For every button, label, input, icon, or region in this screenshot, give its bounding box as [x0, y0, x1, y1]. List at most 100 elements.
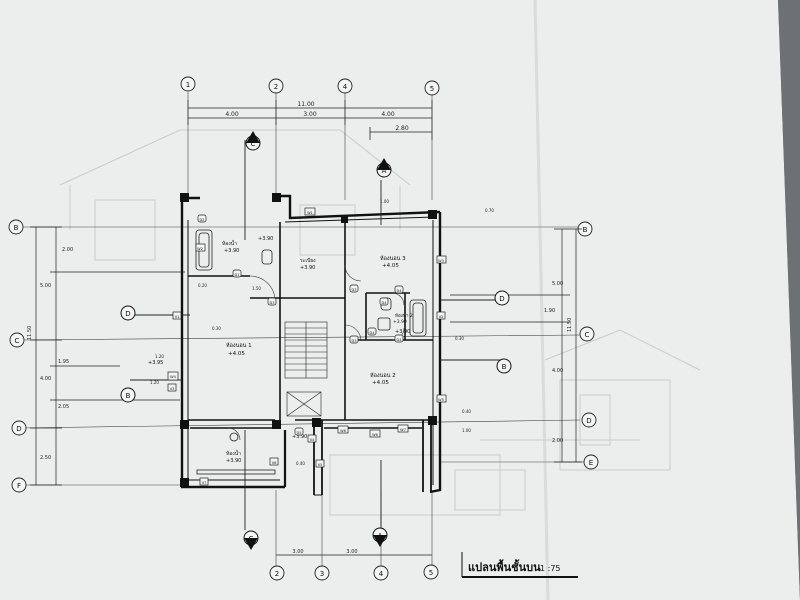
- dim-top-2: 3.00: [303, 111, 317, 118]
- dim-top-3: 4.00: [381, 111, 395, 118]
- grid-label-2: 2: [274, 83, 278, 91]
- dim-bottom-1: 3.00: [292, 549, 303, 555]
- grid-bubbles-top: [180, 76, 440, 96]
- door-tag-D3c: D3: [270, 301, 275, 305]
- bathtub-2: [409, 299, 427, 337]
- window-tag-W5: W5: [438, 398, 444, 402]
- interior-walls: [188, 222, 433, 429]
- plan-title: แปลนพื้นชั้นบน: [468, 559, 541, 574]
- grid-label-5: 5: [430, 85, 434, 93]
- section-label-D-left: D: [125, 310, 130, 318]
- small-dim-4: 0.20: [198, 283, 207, 288]
- level-tag-2: +3.90: [395, 329, 410, 335]
- window-tag-W6: W6: [372, 433, 378, 437]
- grid-label-right-B: B: [583, 226, 588, 234]
- window-tag-V7: V7: [202, 481, 207, 485]
- door-tag-D5: D5: [297, 431, 302, 435]
- door-tag-D4b: D4: [397, 338, 403, 342]
- window-tag-W4: W4: [170, 375, 176, 379]
- dim-bottom-2: 3.00: [346, 549, 357, 555]
- room-bath-2-level: +3.90: [393, 319, 407, 325]
- grid-label-bottom-3: 3: [320, 570, 324, 578]
- ghost-elevation: [59, 129, 701, 516]
- door-tag-D4a: D4: [397, 289, 403, 293]
- window-tag-W8: W8: [340, 429, 346, 433]
- small-dim-6: 1.50: [252, 286, 261, 291]
- grid-label-F: F: [17, 482, 21, 490]
- small-dim-5: 0.30: [212, 326, 221, 331]
- plan-scale: 1 :75: [540, 564, 561, 573]
- window-tag-W7: W7: [400, 428, 406, 432]
- grid-label-bottom-2: 2: [275, 570, 279, 578]
- grid-label-bottom-5: 5: [429, 569, 433, 577]
- dim-left-6: 2.50: [40, 455, 51, 461]
- dim-left-1: 2.00: [62, 247, 73, 253]
- columns: [180, 193, 437, 487]
- small-dim-1: 1.00: [380, 199, 389, 204]
- dim-right-1: 5.00: [552, 281, 563, 287]
- grid-label-right-E: E: [589, 459, 593, 467]
- window-tag-V1: V1: [175, 315, 180, 319]
- room-bath-1-level: +3.90: [224, 248, 239, 254]
- room-hall-level: +3.90: [300, 265, 315, 271]
- wc-1: [261, 249, 273, 265]
- door-tag-D1: D1: [235, 273, 240, 277]
- window-tag-V2: V2: [439, 315, 444, 319]
- dim-left-4: 4.00: [40, 376, 51, 382]
- level-tag-1: +3.90: [258, 236, 273, 242]
- grid-label-bottom-4: 4: [379, 570, 384, 578]
- room-bath-1-name: ห้องน้ำ: [222, 238, 237, 247]
- window-tag-V6: V6: [272, 461, 277, 465]
- paper-fold: [533, 0, 550, 600]
- small-dim-8: 1.20: [155, 354, 164, 359]
- dim-left-5: 2.05: [58, 404, 69, 410]
- grid-label-C: C: [15, 337, 20, 345]
- room-bath-2-name: ห้องน้ำ 2: [395, 312, 413, 319]
- small-dim-11: 1.00: [462, 428, 471, 433]
- door-tag-D2: D2: [200, 218, 205, 222]
- window-tag-V3: V3: [170, 387, 175, 391]
- exterior-walls: [180, 194, 442, 496]
- dim-top-sub: 2.80: [395, 125, 409, 132]
- section-arrows: [244, 131, 391, 550]
- small-dim-10: 0.40: [296, 461, 305, 466]
- window-tag-W2: W2: [197, 247, 203, 251]
- window-tag-boxes: [167, 207, 447, 486]
- window-tag-W3: W3: [438, 259, 444, 263]
- door-tag-boxes: [197, 214, 404, 436]
- dim-right-total: 11.50: [567, 318, 573, 332]
- section-label-B-left: B: [126, 392, 131, 400]
- dim-top-1: 4.00: [225, 111, 239, 118]
- grid-label-1: 1: [186, 81, 190, 89]
- paper-shadow: [778, 0, 800, 600]
- section-label-D-right: D: [499, 295, 504, 303]
- staircase: [284, 321, 328, 417]
- small-dim-9: 0.40: [462, 409, 471, 414]
- right-dimensions: [450, 228, 582, 463]
- dim-overall-width: 11.00: [297, 101, 314, 108]
- grid-bubbles-bottom: [269, 564, 439, 581]
- small-dim-3: 1.20: [150, 380, 159, 385]
- small-dim-7: 0.30: [455, 336, 464, 341]
- level-tag-3: +3.95: [148, 360, 163, 366]
- room-bed-1-name: ห้องนอน 1: [226, 342, 252, 349]
- window-tag-V5: V5: [318, 463, 323, 467]
- door-tag-D4c: D4: [382, 301, 388, 305]
- dim-left-2: 5.00: [40, 283, 51, 289]
- section-label-C-top: C: [251, 140, 256, 148]
- room-bed-2-level: +4.05: [372, 380, 389, 386]
- basin-2: [377, 317, 391, 331]
- section-label-A-bottom: A: [378, 532, 383, 540]
- room-hall-name: ระเบียง: [300, 257, 316, 264]
- grid-label-D: D: [16, 425, 21, 433]
- fixtures: [195, 229, 427, 475]
- window-tag-W1: W1: [307, 211, 313, 215]
- section-label-A-top: A: [382, 167, 387, 175]
- section-label-B-right: B: [502, 363, 507, 371]
- grid-label-right-D: D: [586, 417, 591, 425]
- room-bed-1-level: +4.05: [228, 351, 245, 357]
- room-bed-3-name: ห้องนอน 3: [380, 255, 406, 262]
- dim-right-3: 4.00: [552, 368, 563, 374]
